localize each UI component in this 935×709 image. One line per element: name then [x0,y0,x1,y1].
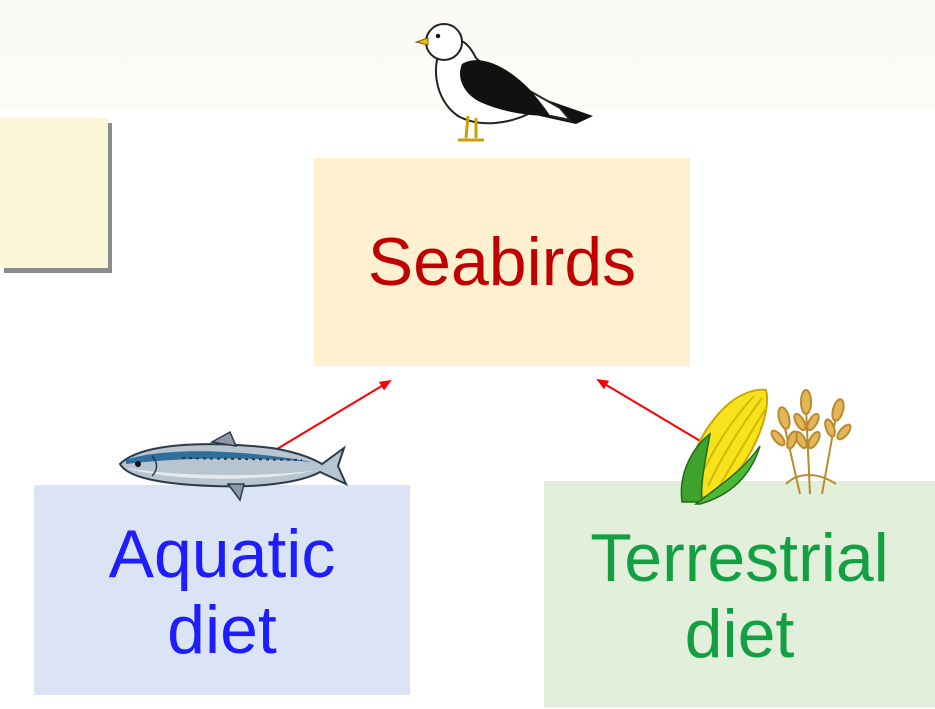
seagull-icon [410,12,600,147]
corn-cob-icon [676,386,776,506]
sardine-fish-icon [112,426,350,504]
wheat-icon [766,388,862,498]
